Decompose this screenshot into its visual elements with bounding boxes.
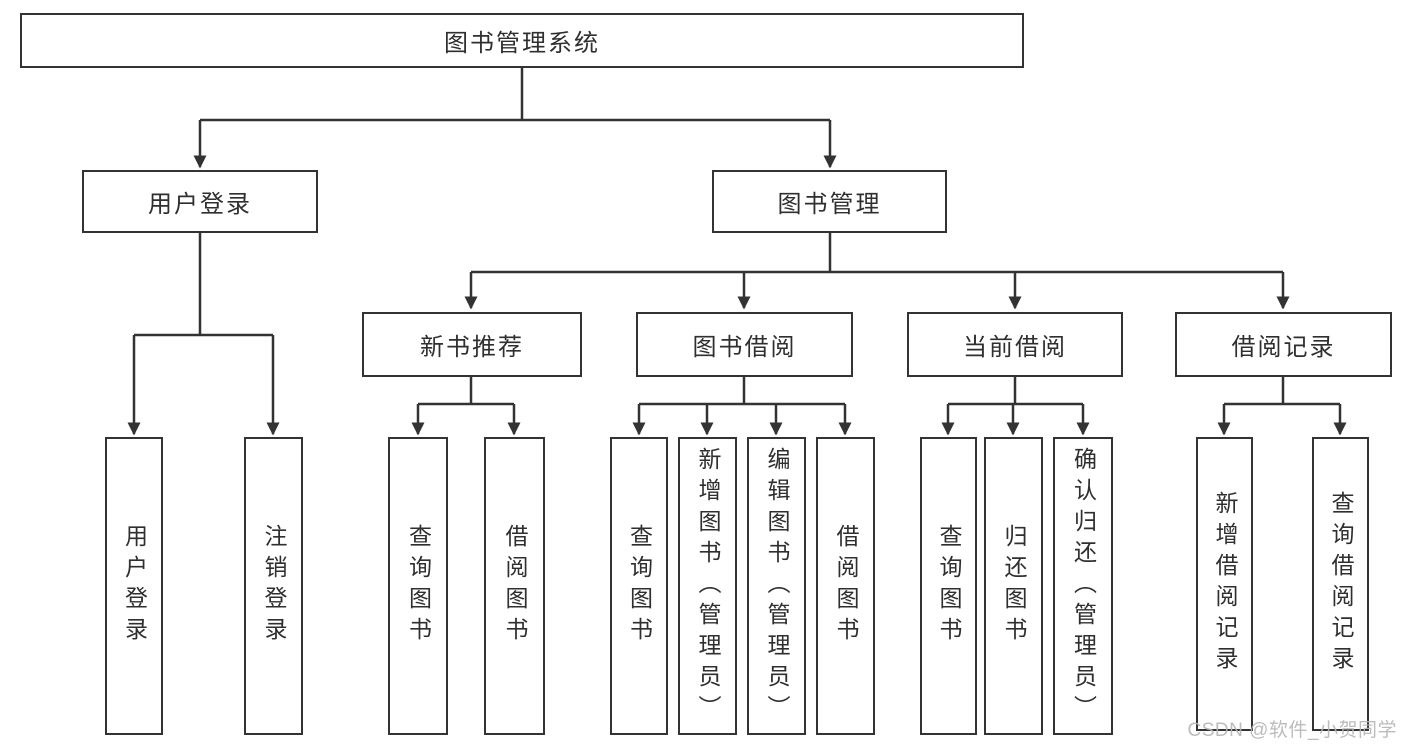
leaf-bb-edit-books-admin: 编辑图书（管理员） — [747, 437, 806, 735]
leaf-cb-return-books: 归还图书 — [984, 437, 1043, 735]
node-user-login: 用户登录 — [82, 170, 318, 233]
node-current-borrowing-label: 当前借阅 — [963, 334, 1067, 361]
node-new-book-recommendation-label: 新书推荐 — [420, 334, 524, 361]
node-book-management: 图书管理 — [712, 170, 947, 233]
csdn-watermark: CSDN @软件_小贺同学 — [1187, 720, 1397, 741]
node-book-borrowing: 图书借阅 — [636, 312, 853, 377]
leaf-bb-query-books: 查询图书 — [610, 437, 668, 735]
node-book-borrowing-label: 图书借阅 — [692, 334, 797, 361]
leaf-br-add-record: 新增借阅记录 — [1196, 437, 1253, 731]
node-current-borrowing: 当前借阅 — [907, 312, 1123, 377]
leaf-user-login: 用户登录 — [105, 437, 163, 735]
leaf-cb-confirm-return-admin: 确认归还（管理员） — [1053, 437, 1113, 735]
node-root-label: 图书管理系统 — [444, 30, 600, 57]
leaf-logout: 注销登录 — [244, 437, 303, 735]
leaf-bb-borrow-books: 借阅图书 — [816, 437, 875, 735]
leaf-cb-query-books: 查询图书 — [920, 437, 977, 735]
leaf-nbr-borrow-books: 借阅图书 — [484, 437, 545, 735]
node-new-book-recommendation: 新书推荐 — [362, 312, 582, 377]
node-borrowing-records: 借阅记录 — [1175, 312, 1392, 377]
leaf-nbr-query-books: 查询图书 — [388, 437, 448, 735]
leaf-bb-add-books-admin: 新增图书（管理员） — [678, 437, 737, 735]
node-borrowing-records-label: 借阅记录 — [1231, 334, 1336, 361]
node-book-management-label: 图书管理 — [777, 191, 882, 218]
node-user-login-label: 用户登录 — [148, 191, 252, 218]
leaf-br-query-record: 查询借阅记录 — [1312, 437, 1369, 731]
node-root: 图书管理系统 — [20, 13, 1024, 68]
